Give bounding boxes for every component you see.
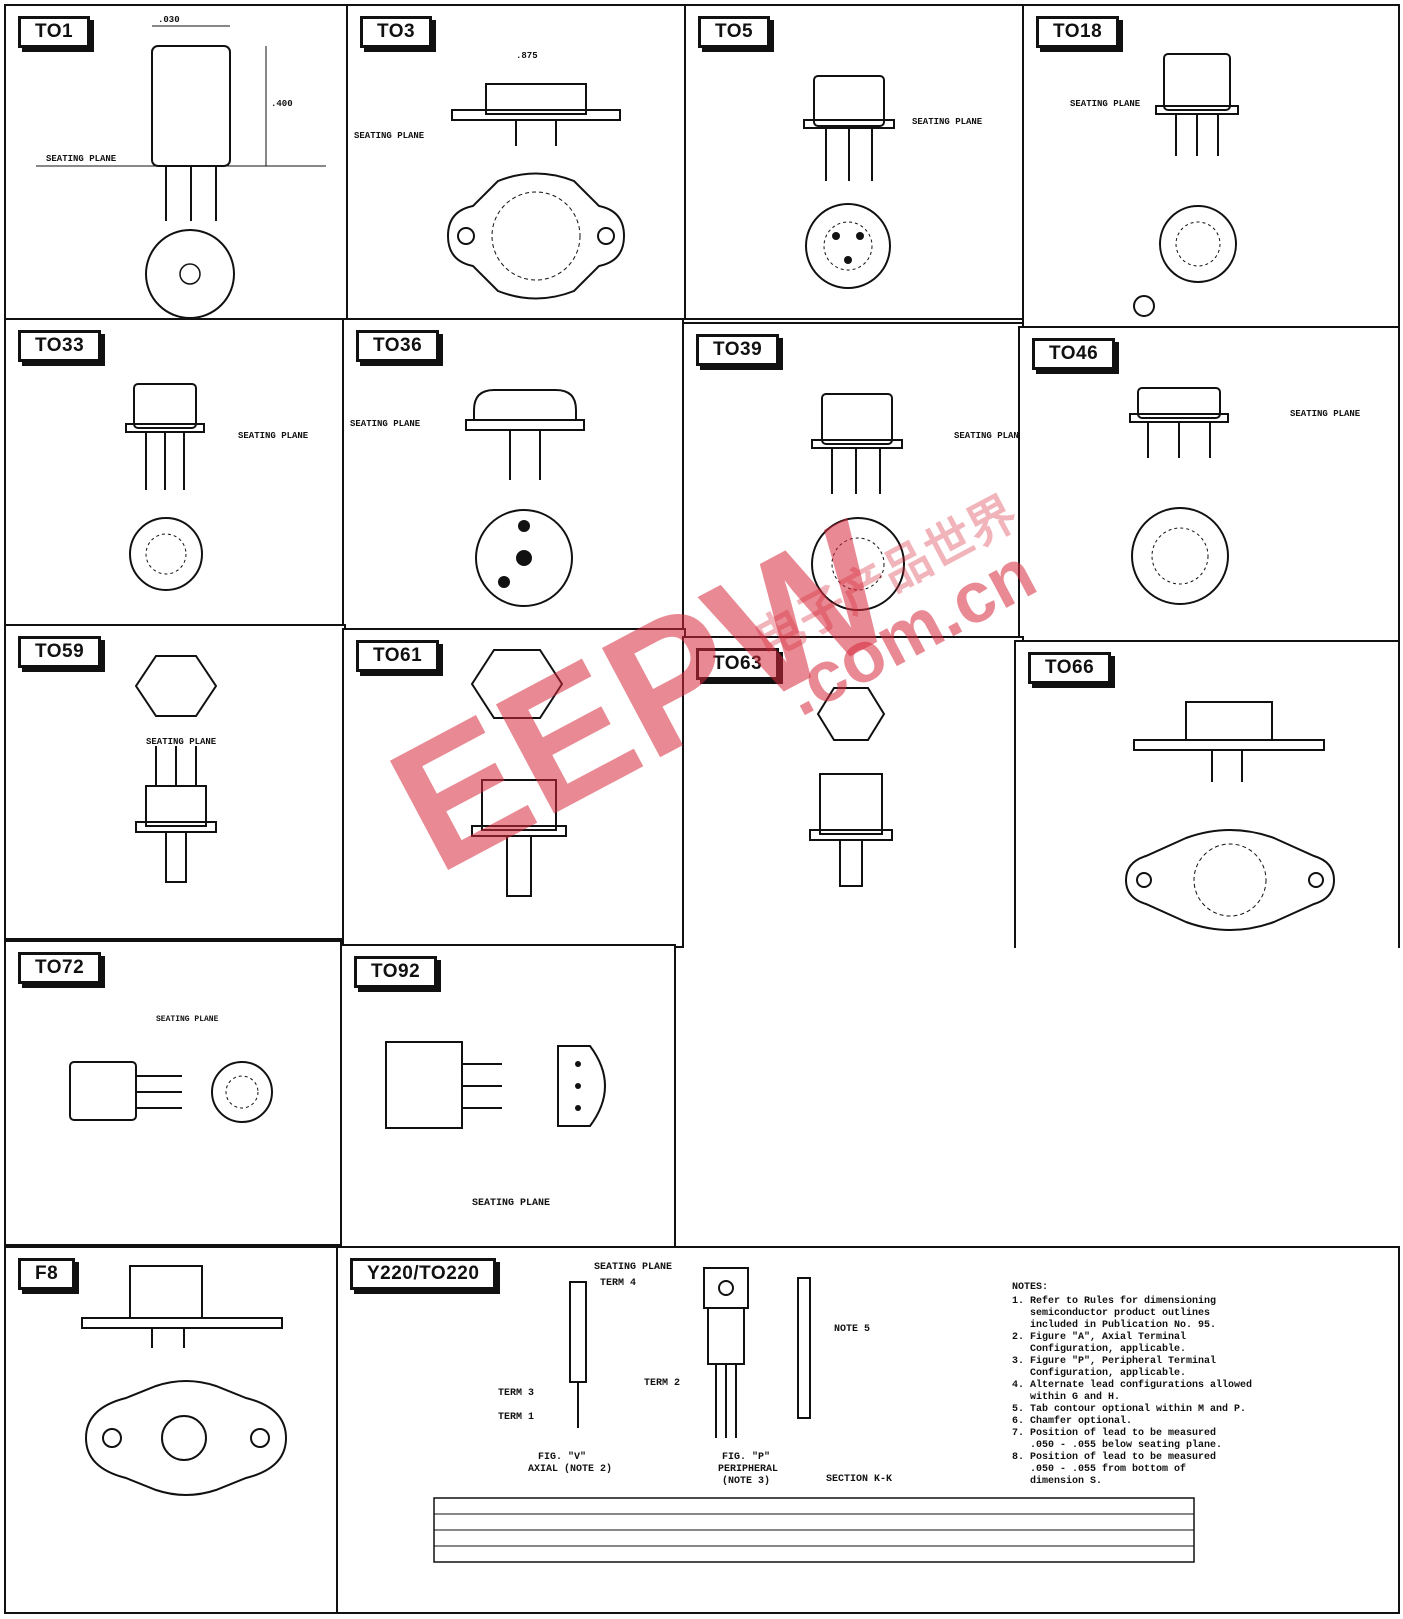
package-label: TO46 xyxy=(1032,338,1116,370)
package-label: TO63 xyxy=(696,648,780,680)
fig-p-sub-label: PERIPHERAL xyxy=(718,1464,779,1475)
panel-to92: TO92 SEATING PLANE xyxy=(340,944,676,1248)
to46-outline-drawing: SEATING PLANE xyxy=(1129,387,1361,605)
package-label: TO39 xyxy=(696,334,780,366)
svg-text:.030: .030 xyxy=(158,15,180,25)
panel-to63: TO63 xyxy=(682,636,1024,952)
note-line: dimension S. xyxy=(1012,1476,1103,1487)
panel-to36: SEATING PLANE TO36 xyxy=(342,318,684,630)
panel-to39: SEATING PLANE TO39 xyxy=(682,322,1024,638)
term-2-label: TERM 2 xyxy=(644,1378,681,1389)
note-line: 7. Position of lead to be measured xyxy=(1012,1428,1217,1439)
svg-text:SEATING PLANE: SEATING PLANE xyxy=(46,154,117,164)
package-label: TO3 xyxy=(360,16,433,48)
note-line: 4. Alternate lead configurations allowed xyxy=(1012,1380,1253,1391)
package-label: TO33 xyxy=(18,330,102,362)
package-label: TO1 xyxy=(18,16,91,48)
note-line: 6. Chamfer optional. xyxy=(1012,1416,1133,1427)
section-label: SECTION K-K xyxy=(826,1474,893,1485)
svg-text:.400: .400 xyxy=(271,99,293,109)
note-line: 2. Figure "A", Axial Terminal xyxy=(1012,1332,1187,1343)
note-line: included in Publication No. 95. xyxy=(1012,1320,1217,1331)
to18-outline-drawing: SEATING PLANE xyxy=(1070,53,1239,317)
panel-to5: SEATING PLANE TO5 xyxy=(684,4,1024,320)
note-line: 5. Tab contour optional within M and P. xyxy=(1012,1404,1247,1415)
note-line: 3. Figure "P", Peripheral Terminal xyxy=(1012,1356,1217,1367)
svg-text:SEATING PLANE: SEATING PLANE xyxy=(354,131,425,141)
to59-outline-drawing: SEATING PLANE xyxy=(134,655,218,883)
panel-to59: SEATING PLANE TO59 xyxy=(4,624,346,940)
panel-f8: F8 xyxy=(4,1246,338,1614)
svg-text:SEATING PLANE: SEATING PLANE xyxy=(146,737,217,747)
to92-outline-drawing xyxy=(385,1041,606,1129)
package-label: TO18 xyxy=(1036,16,1120,48)
panel-to46: SEATING PLANE TO46 xyxy=(1018,326,1400,646)
to72-outline-drawing xyxy=(69,1061,273,1123)
notes-title: NOTES: xyxy=(1012,1282,1049,1293)
svg-text:SEATING PLANE: SEATING PLANE xyxy=(1070,99,1141,109)
note-line: Configuration, applicable. xyxy=(1012,1368,1187,1379)
fig-p-sub2-label: (NOTE 3) xyxy=(722,1476,771,1487)
panel-empty xyxy=(674,948,1400,1248)
svg-text:.875: .875 xyxy=(516,51,538,61)
svg-text:SEATING PLANE: SEATING PLANE xyxy=(954,431,1024,441)
note-line: semiconductor product outlines xyxy=(1012,1308,1211,1319)
svg-text:SEATING PLANE: SEATING PLANE xyxy=(1290,409,1361,419)
note-line: 1. Refer to Rules for dimensioning xyxy=(1012,1296,1217,1307)
to66-outline-drawing xyxy=(1124,701,1336,931)
panel-to61: TO61 xyxy=(342,628,686,948)
fig-p-label: FIG. "P" xyxy=(722,1452,771,1463)
seating-plane-label: SEATING PLANE xyxy=(472,1198,551,1209)
seating-plane-label: SEATING PLANE xyxy=(594,1262,673,1273)
fig-v-sub-label: AXIAL (NOTE 2) xyxy=(528,1464,613,1475)
panel-to66: TO66 xyxy=(1014,640,1400,952)
panel-to33: SEATING PLANE TO33 xyxy=(4,318,344,626)
panel-to3: .875 SEATING PLANE TO3 xyxy=(346,4,686,320)
package-label: TO66 xyxy=(1028,652,1112,684)
note-line: .050 - .055 from bottom of xyxy=(1012,1464,1187,1475)
svg-text:SEATING PLANE: SEATING PLANE xyxy=(912,117,983,127)
panel-y220: Y220/TO220 SEATING PLANE TERM 4 TERM 3 T… xyxy=(336,1246,1400,1614)
seating-plane-label: SEATING PLANE xyxy=(156,1015,219,1024)
svg-text:SEATING PLANE: SEATING PLANE xyxy=(350,419,421,429)
svg-text:SEATING PLANE: SEATING PLANE xyxy=(238,431,309,441)
package-label: TO92 xyxy=(354,956,438,988)
to1-outline-drawing: .030 .400 SEATING PLANE xyxy=(36,15,326,318)
to61-outline-drawing xyxy=(470,649,567,897)
to36-outline-drawing: SEATING PLANE xyxy=(350,389,585,607)
notes-list: 1. Refer to Rules for dimensioning semic… xyxy=(1012,1296,1252,1488)
to33-outline-drawing: SEATING PLANE xyxy=(125,383,309,591)
package-label: TO59 xyxy=(18,636,102,668)
package-label: F8 xyxy=(18,1258,76,1290)
package-label: TO5 xyxy=(698,16,771,48)
to63-outline-drawing xyxy=(809,687,893,887)
term-1-label: TERM 1 xyxy=(498,1412,535,1423)
package-label: TO61 xyxy=(356,640,440,672)
note-line: Configuration, applicable. xyxy=(1012,1344,1187,1355)
note-5-label: NOTE 5 xyxy=(834,1324,871,1335)
package-label: TO36 xyxy=(356,330,440,362)
panel-to18: SEATING PLANE TO18 xyxy=(1022,4,1400,328)
fig-v-label: FIG. "V" xyxy=(538,1452,587,1463)
panel-to1: .030 .400 SEATING PLANE TO1 xyxy=(4,4,348,320)
package-label: TO72 xyxy=(18,952,102,984)
term-4-label: TERM 4 xyxy=(600,1278,637,1289)
note-line: 8. Position of lead to be measured xyxy=(1012,1452,1217,1463)
f8-outline-drawing xyxy=(81,1265,288,1496)
note-line: within G and H. xyxy=(1012,1392,1121,1403)
to39-outline-drawing: SEATING PLANE xyxy=(811,393,1024,611)
y220-outline-drawing xyxy=(433,1267,1195,1563)
to5-outline-drawing: SEATING PLANE xyxy=(803,75,983,289)
to3-outline-drawing: .875 SEATING PLANE xyxy=(354,51,626,300)
note-line: .050 - .055 below seating plane. xyxy=(1012,1440,1223,1451)
panel-to72: TO72 SEATING PLANE xyxy=(4,940,342,1246)
package-label: Y220/TO220 xyxy=(350,1258,497,1290)
term-3-label: TERM 3 xyxy=(498,1388,535,1399)
